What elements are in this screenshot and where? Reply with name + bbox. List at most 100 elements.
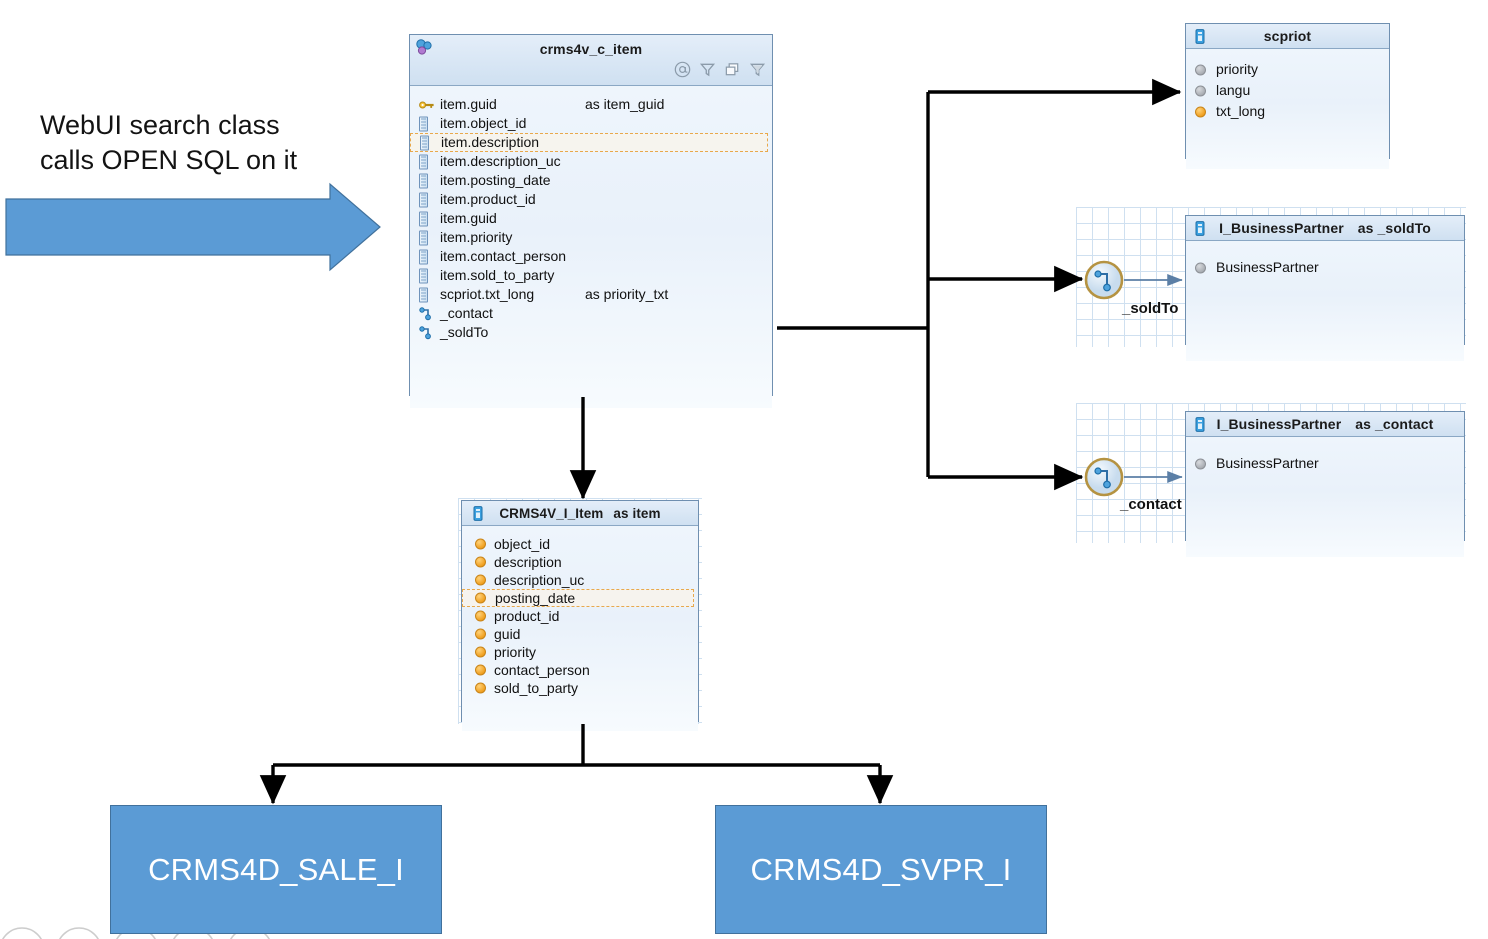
field-row[interactable]: item.contact_person: [410, 247, 772, 266]
field-row[interactable]: priority: [462, 643, 698, 661]
entity-header: crms4v_c_item: [410, 35, 772, 86]
field-name: sold_to_party: [494, 680, 579, 696]
field-row[interactable]: product_id: [462, 607, 698, 625]
field-name: product_id: [494, 608, 560, 624]
filter-filled-icon[interactable]: [749, 61, 766, 78]
field-row[interactable]: item.priority: [410, 228, 772, 247]
entity-title: crms4v_c_item: [539, 41, 643, 57]
entity-toolbar[interactable]: [674, 61, 766, 78]
big-blue-arrow-icon: [5, 182, 381, 272]
field-name: item.guid: [440, 96, 497, 112]
field-name: posting_date: [495, 590, 576, 606]
box-crms4d-sale-i[interactable]: CRMS4D_SALE_I: [110, 805, 442, 934]
table-icon: [1195, 417, 1205, 432]
field-name: description: [494, 554, 562, 570]
field-row[interactable]: item.guid as item_guid: [410, 95, 772, 114]
field-name: item.description_uc: [440, 153, 561, 169]
entity-title: I_BusinessPartner: [1219, 220, 1344, 236]
entity-scpriot[interactable]: scpriot priority langu txt_long: [1185, 23, 1390, 169]
copy-layers-icon[interactable]: [724, 61, 741, 78]
orange-dot-icon: [1195, 106, 1206, 117]
field-row[interactable]: sold_to_party: [462, 679, 698, 697]
field-name: BusinessPartner: [1216, 259, 1319, 275]
assoc-label-contact: _contact: [1120, 496, 1182, 513]
orange-dot-icon: [475, 664, 486, 676]
field-row[interactable]: description_uc: [462, 571, 698, 589]
entity-businesspartner-soldto[interactable]: I_BusinessPartner as _soldTo BusinessPar…: [1185, 215, 1465, 361]
association-icon: [419, 325, 431, 339]
entity-field-list: BusinessPartner: [1186, 241, 1464, 361]
field-row[interactable]: BusinessPartner: [1186, 257, 1464, 278]
column-icon: [419, 154, 428, 169]
field-row[interactable]: contact_person: [462, 661, 698, 679]
field-row[interactable]: item.product_id: [410, 190, 772, 209]
entity-alias: as _soldTo: [1357, 220, 1431, 236]
field-row-selected[interactable]: posting_date: [462, 589, 694, 607]
field-row[interactable]: priority: [1186, 59, 1389, 80]
column-icon: [419, 249, 428, 264]
field-name: guid: [494, 626, 521, 642]
field-alias: as priority_txt: [585, 286, 669, 302]
entity-header: scpriot: [1186, 24, 1389, 49]
association-icon: [419, 306, 431, 320]
field-row-association[interactable]: _soldTo: [410, 323, 772, 342]
field-name: description_uc: [494, 572, 585, 588]
entity-crms4v-i-item[interactable]: CRMS4V_I_Item as item object_id descript…: [461, 500, 699, 731]
field-alias: as item_guid: [585, 96, 665, 112]
field-row[interactable]: item.description_uc: [410, 152, 772, 171]
field-name: contact_person: [494, 662, 590, 678]
assoc-label-soldto: _soldTo: [1122, 300, 1179, 317]
field-row[interactable]: description: [462, 553, 698, 571]
field-row[interactable]: item.object_id: [410, 114, 772, 133]
orange-dot-icon: [475, 682, 486, 694]
field-name: object_id: [494, 536, 551, 552]
field-row[interactable]: item.guid: [410, 209, 772, 228]
orange-dot-icon: [475, 538, 486, 550]
field-row[interactable]: txt_long: [1186, 101, 1389, 122]
entity-crms4v-c-item[interactable]: crms4v_c_item: [409, 34, 773, 408]
at-sign-icon[interactable]: [674, 61, 691, 78]
orange-dot-icon: [475, 628, 486, 640]
grey-dot-icon: [1195, 262, 1206, 273]
field-name: priority: [494, 644, 537, 660]
field-row[interactable]: guid: [462, 625, 698, 643]
field-row-association[interactable]: _contact: [410, 304, 772, 323]
orange-dot-icon: [475, 556, 486, 568]
entity-alias: as _contact: [1355, 416, 1434, 432]
entity-header: I_BusinessPartner as _soldTo: [1186, 216, 1464, 241]
field-name: txt_long: [1216, 103, 1266, 119]
entity-field-list: BusinessPartner: [1186, 437, 1464, 557]
orange-dot-icon: [475, 610, 486, 622]
entity-alias: as item: [613, 505, 661, 521]
entity-header: I_BusinessPartner as _contact: [1186, 412, 1464, 437]
orange-dot-icon: [475, 646, 486, 658]
field-row[interactable]: object_id: [462, 535, 698, 553]
field-row[interactable]: item.sold_to_party: [410, 266, 772, 285]
filter-icon[interactable]: [699, 61, 716, 78]
annotation-line-1: WebUI search class: [40, 110, 280, 140]
field-row[interactable]: BusinessPartner: [1186, 453, 1464, 474]
column-icon: [419, 211, 428, 226]
field-name: item.guid: [440, 210, 497, 226]
entity-title: scpriot: [1263, 28, 1312, 44]
field-row[interactable]: scpriot.txt_long as priority_txt: [410, 285, 772, 304]
entity-businesspartner-contact[interactable]: I_BusinessPartner as _contact BusinessPa…: [1185, 411, 1465, 557]
spheres-icon: [416, 39, 432, 55]
field-row-selected[interactable]: item.description: [410, 133, 768, 152]
field-name: item.product_id: [440, 191, 536, 207]
column-icon: [419, 116, 428, 131]
grey-dot-icon: [1195, 64, 1206, 75]
box-crms4d-svpr-i[interactable]: CRMS4D_SVPR_I: [715, 805, 1047, 934]
table-icon: [1195, 221, 1205, 236]
field-name: item.posting_date: [440, 172, 551, 188]
entity-header: CRMS4V_I_Item as item: [462, 501, 698, 526]
field-row[interactable]: item.posting_date: [410, 171, 772, 190]
grey-dot-icon: [1195, 85, 1206, 96]
field-name: priority: [1216, 61, 1259, 77]
field-row[interactable]: langu: [1186, 80, 1389, 101]
column-icon: [419, 230, 428, 245]
field-name: _soldTo: [440, 324, 489, 340]
entity-title: I_BusinessPartner: [1216, 416, 1342, 432]
field-name: item.object_id: [440, 115, 527, 131]
